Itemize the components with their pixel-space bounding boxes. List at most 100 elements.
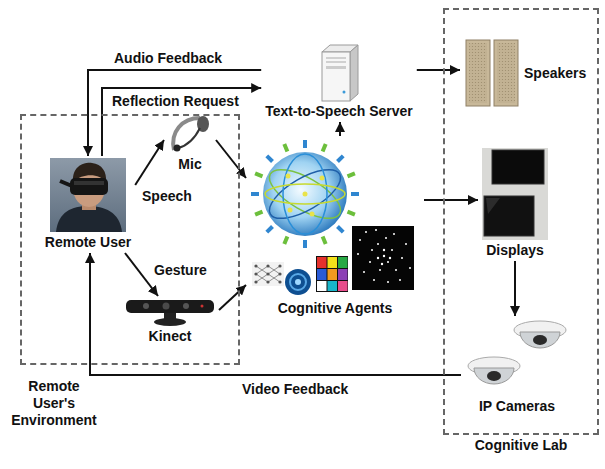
scatter-ground xyxy=(352,226,414,290)
server-drive xyxy=(326,66,346,69)
grid-cell xyxy=(338,281,348,291)
net-unit xyxy=(278,264,281,267)
scatter-dot xyxy=(387,281,389,283)
globe-ray xyxy=(267,227,273,233)
globe-ray xyxy=(303,140,307,148)
connector-arrow xyxy=(135,140,164,185)
net-unit xyxy=(266,272,269,275)
display-screen xyxy=(484,196,534,236)
scatter-dot xyxy=(399,279,401,281)
globe-ray xyxy=(284,237,287,244)
camera-dome xyxy=(474,368,514,384)
speaker-grille xyxy=(497,43,515,103)
net-link xyxy=(268,274,280,282)
speakers-icon xyxy=(466,40,518,106)
edge-label: Gesture xyxy=(152,262,209,279)
globe-node xyxy=(320,176,325,181)
scatter-dot xyxy=(363,271,365,273)
node-label: Remote User xyxy=(45,234,131,251)
globe-node xyxy=(288,208,293,213)
net-unit xyxy=(254,272,257,275)
globe-node xyxy=(303,192,308,197)
globe-ray xyxy=(267,156,273,162)
displays-photo xyxy=(482,148,548,240)
scatter-dot xyxy=(369,261,371,263)
scatter-dot xyxy=(385,237,387,239)
photo-background xyxy=(50,158,126,232)
scatter-dot xyxy=(383,255,385,257)
globe-ray xyxy=(338,227,344,233)
scatter-dots xyxy=(357,229,411,283)
globe-ray xyxy=(255,212,262,215)
edge-label: Reflection Request xyxy=(110,93,241,110)
globe-orbit xyxy=(262,160,347,228)
region-box: Cognitive LabSpeakersDisplaysIP Cameras xyxy=(443,8,599,435)
edge-label: Speech xyxy=(140,188,194,205)
kinect-lens xyxy=(163,303,170,310)
scatter-dot xyxy=(401,257,403,259)
scatter-dot xyxy=(365,231,367,233)
icon-slot xyxy=(464,40,518,106)
globe-orbit xyxy=(265,184,345,204)
disc-ring xyxy=(290,274,306,290)
net-link xyxy=(268,266,280,274)
kinect-lens xyxy=(143,303,149,309)
neural-net-thumbnail xyxy=(252,262,284,286)
device-node: Displays xyxy=(478,146,552,261)
scatter-dot xyxy=(373,279,375,281)
node-label: Displays xyxy=(486,242,544,259)
icon-slot xyxy=(50,158,126,232)
remote-user-photo xyxy=(50,158,126,232)
net-unit xyxy=(266,280,269,283)
grid-ground xyxy=(316,256,348,292)
globe-orbit xyxy=(262,160,347,228)
globe-ray xyxy=(338,156,344,162)
scatter-thumbnail xyxy=(352,226,414,290)
globe-ray xyxy=(348,173,355,176)
globe-rays xyxy=(251,140,359,248)
scatter-dot xyxy=(393,233,395,235)
scatter-dot xyxy=(391,249,393,251)
globe-orbit xyxy=(283,154,327,234)
tts-server-icon xyxy=(322,45,358,101)
net-links xyxy=(256,266,280,282)
globe-ray xyxy=(303,240,307,248)
globe-ray xyxy=(323,237,326,244)
wall xyxy=(482,148,548,240)
globe-ray xyxy=(348,212,355,215)
scatter-dot xyxy=(359,239,361,241)
net-link xyxy=(256,274,268,282)
globe-ray xyxy=(323,144,326,151)
grid-cell xyxy=(317,281,327,291)
net-link xyxy=(268,266,280,274)
blue-disc-thumbnail xyxy=(285,269,311,295)
headset-highlight xyxy=(74,181,104,185)
device-node: Cognitive Agents xyxy=(246,136,424,319)
server-led xyxy=(343,91,346,94)
scatter-dot xyxy=(379,269,381,271)
node-label: Speakers xyxy=(524,65,586,82)
net-link xyxy=(256,274,268,282)
kinect-led xyxy=(201,305,204,308)
net-link xyxy=(268,274,280,282)
kinect-sensor xyxy=(126,300,214,326)
connector-arrow xyxy=(339,122,341,136)
device-node: Kinect xyxy=(121,296,219,347)
scatter-dot xyxy=(377,243,379,245)
globe-node xyxy=(286,174,291,179)
globe-ray xyxy=(255,173,262,176)
disc xyxy=(285,269,311,295)
grid-cell xyxy=(338,269,348,280)
scatter-dot xyxy=(409,267,411,269)
connector-arrow xyxy=(216,140,246,178)
net-unit xyxy=(266,264,269,267)
server-slot xyxy=(326,62,346,63)
headset-mic xyxy=(173,116,209,152)
device-node: Remote User xyxy=(41,156,135,253)
globe-ray xyxy=(251,192,259,196)
ip-cameras-icon xyxy=(468,321,566,384)
scatter-dot xyxy=(375,229,377,231)
scatter-dot xyxy=(389,257,391,259)
icon-slot xyxy=(125,298,215,326)
node-label: Text-to-Speech Server xyxy=(265,103,413,120)
